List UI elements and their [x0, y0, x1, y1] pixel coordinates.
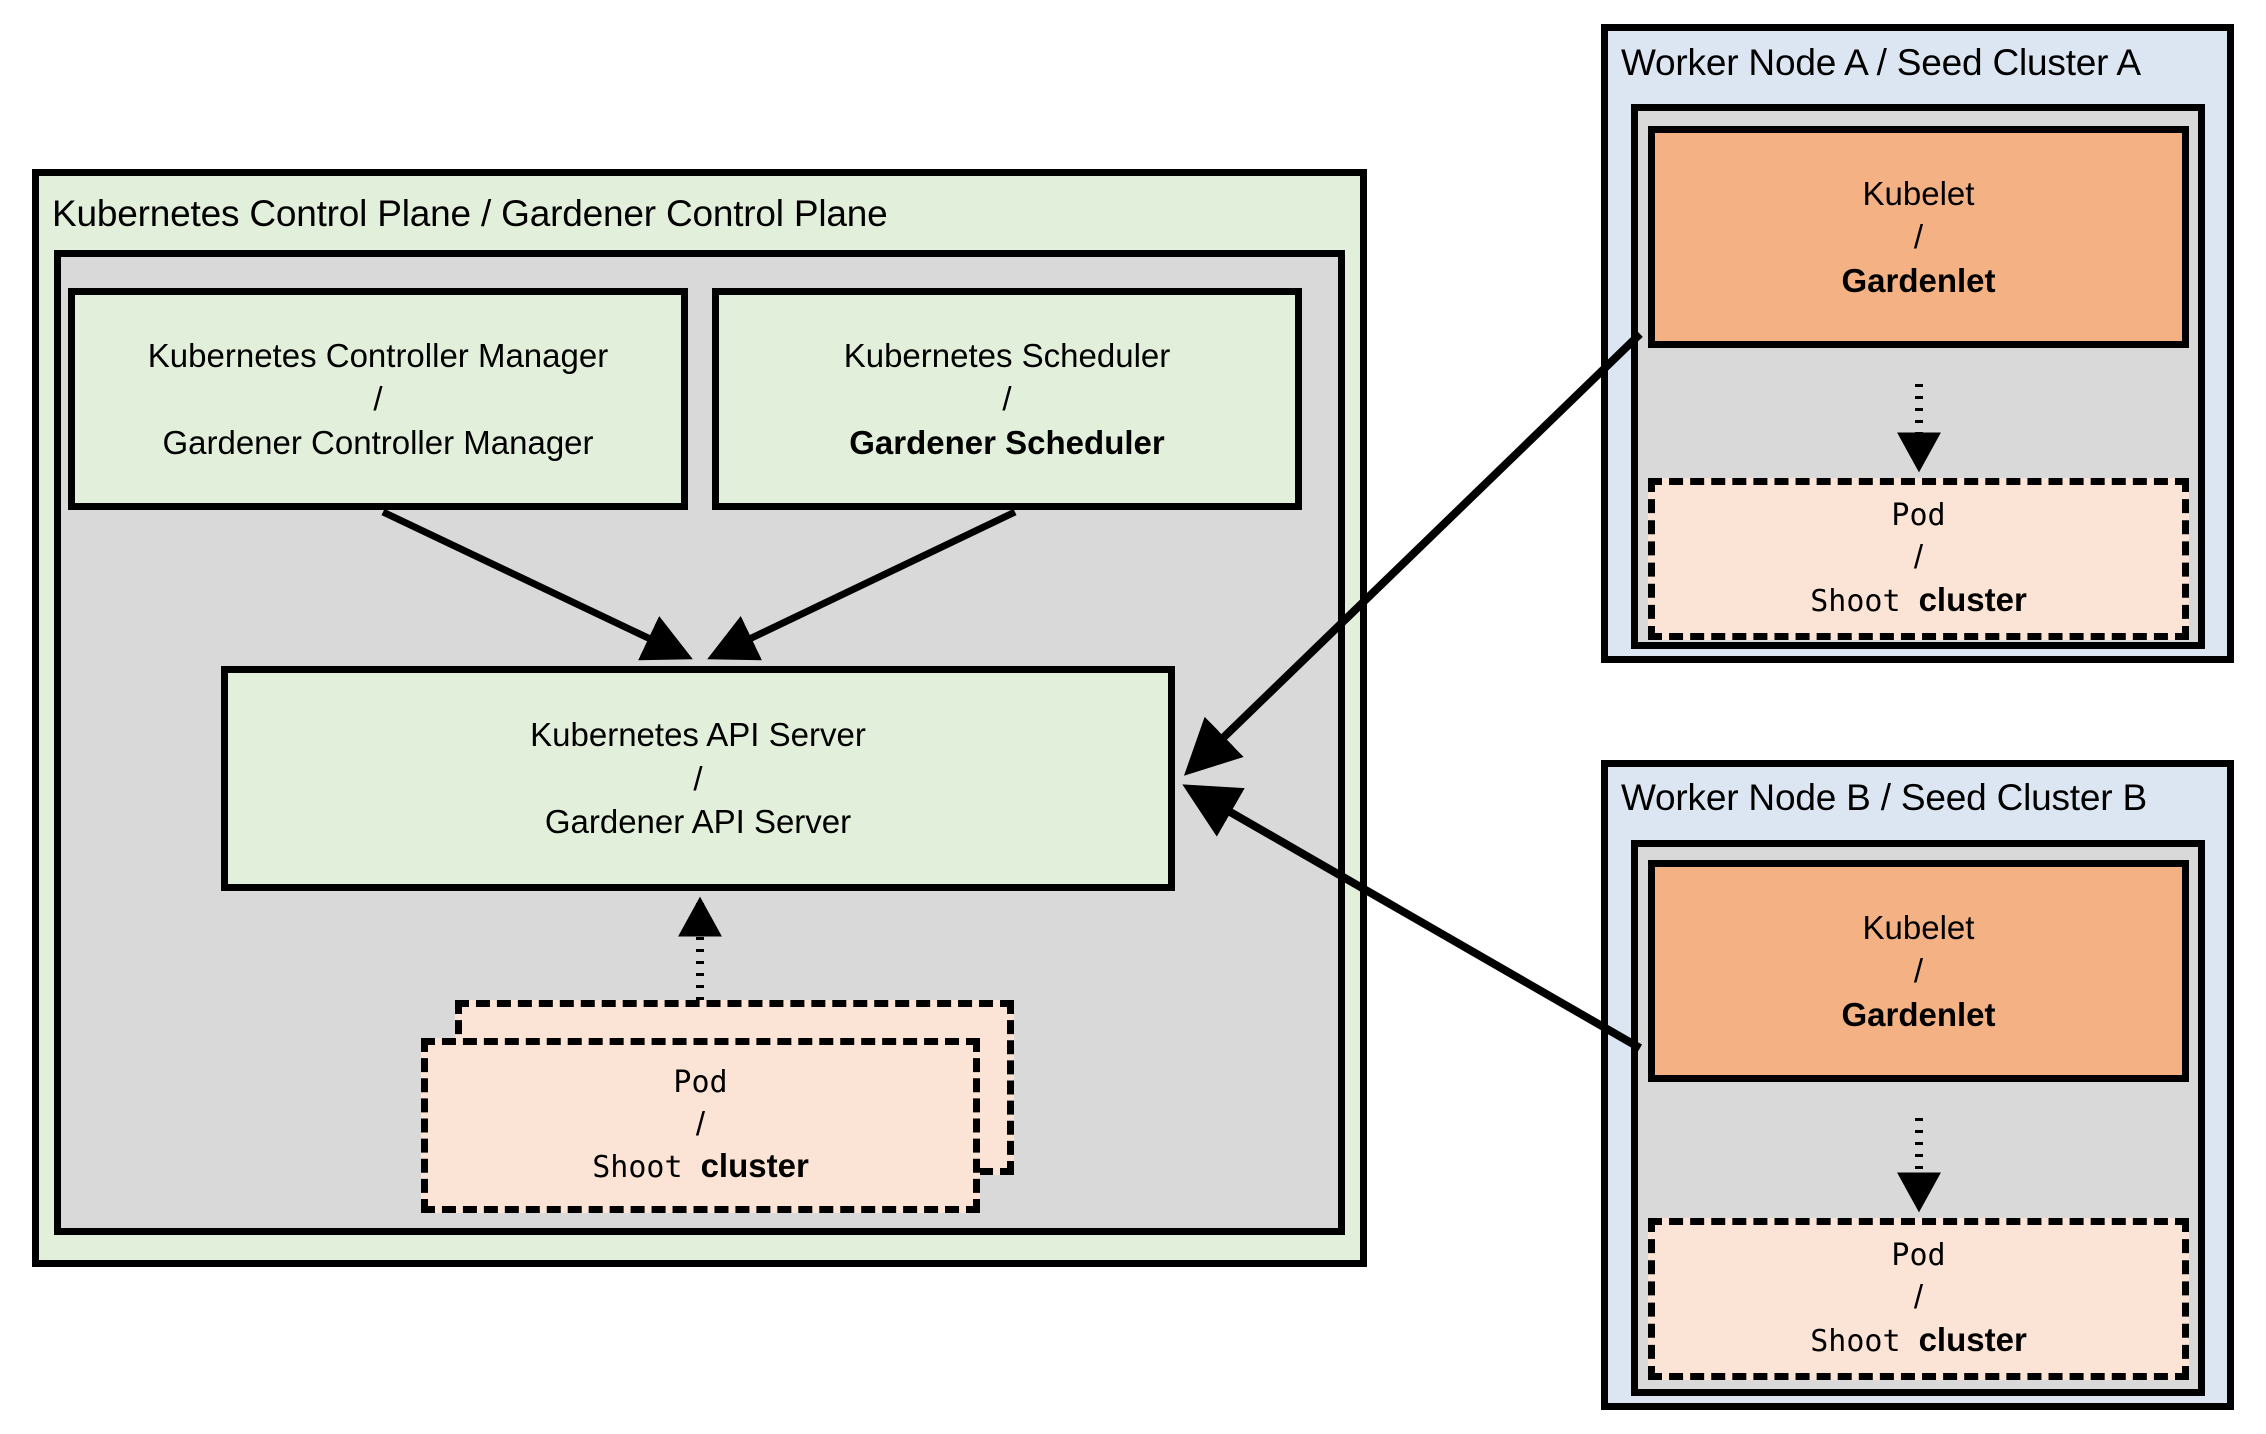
control-plane-pod-line2-mono: Shoot [592, 1150, 683, 1186]
worker-node-a-pod-line2: Shoot cluster [1810, 579, 2027, 622]
kubernetes-api-server-box[interactable]: Kubernetes API Server / Gardener API Ser… [221, 666, 1175, 891]
controller-manager-line2: Gardener Controller Manager [162, 423, 594, 461]
control-plane-pod-line1: Pod [673, 1064, 728, 1100]
controller-manager-line1: Kubernetes Controller Manager [147, 336, 609, 374]
controller-manager-separator: / [373, 380, 383, 418]
worker-node-b-pod-line2-bold: cluster [1918, 1320, 2027, 1358]
api-server-line2: Gardener API Server [544, 803, 852, 841]
kubernetes-scheduler-box[interactable]: Kubernetes Scheduler / Gardener Schedule… [712, 288, 1302, 510]
worker-node-a-pod-box[interactable]: Pod / Shoot cluster [1648, 478, 2189, 640]
worker-node-a-pod-separator: / [1913, 538, 1924, 576]
api-server-line1: Kubernetes API Server [530, 716, 866, 754]
scheduler-line1: Kubernetes Scheduler [843, 336, 1171, 374]
scheduler-separator: / [1002, 380, 1012, 418]
worker-node-b-pod-line2-mono: Shoot [1810, 1323, 1901, 1359]
worker-node-b-pod-separator: / [1913, 1278, 1924, 1316]
api-server-separator: / [693, 759, 703, 797]
scheduler-line2: Gardener Scheduler [849, 423, 1165, 461]
worker-node-a-pod-line2-mono: Shoot [1810, 583, 1901, 619]
worker-node-a-kubelet-separator: / [1913, 218, 1924, 256]
worker-node-b-kubelet-separator: / [1913, 952, 1924, 990]
worker-node-b-gardenlet-line: Gardenlet [1841, 995, 1996, 1033]
worker-node-a-gardenlet-line: Gardenlet [1841, 261, 1996, 299]
worker-node-b-kubelet-box[interactable]: Kubelet / Gardenlet [1648, 860, 2189, 1082]
control-plane-pod-separator: / [695, 1104, 706, 1142]
control-plane-title: Kubernetes Control Plane / Gardener Cont… [52, 193, 888, 234]
worker-node-b-kubelet-line1: Kubelet [1862, 908, 1975, 946]
control-plane-pod-line2-bold: cluster [700, 1147, 809, 1185]
worker-node-a-kubelet-line1: Kubelet [1862, 174, 1975, 212]
kubernetes-controller-manager-box[interactable]: Kubernetes Controller Manager / Gardener… [68, 288, 688, 510]
worker-node-b-pod-box[interactable]: Pod / Shoot cluster [1648, 1218, 2189, 1380]
control-plane-pod-line2: Shoot cluster [592, 1145, 809, 1188]
worker-node-a-kubelet-box[interactable]: Kubelet / Gardenlet [1648, 126, 2189, 348]
worker-node-a-pod-line2-bold: cluster [1918, 580, 2027, 618]
worker-node-b-pod-line1: Pod [1891, 1238, 1946, 1274]
worker-node-b-title: Worker Node B / Seed Cluster B [1621, 777, 2147, 818]
control-plane-pod-box[interactable]: Pod / Shoot cluster [421, 1038, 980, 1213]
worker-node-a-pod-line1: Pod [1891, 498, 1946, 534]
worker-node-a-title: Worker Node A / Seed Cluster A [1621, 42, 2141, 83]
worker-node-b-pod-line2: Shoot cluster [1810, 1319, 2027, 1362]
